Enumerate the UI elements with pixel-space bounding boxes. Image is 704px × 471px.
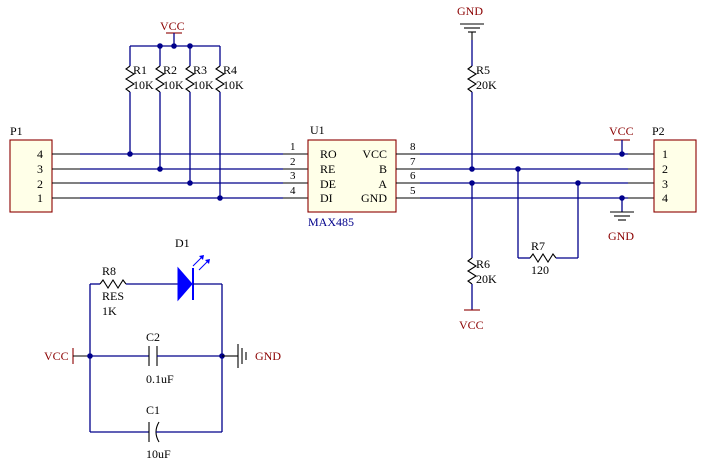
u1-pin-number: 5 — [410, 185, 416, 197]
resistor-r8: R8 RES 1K — [90, 264, 178, 318]
r5-value: 20K — [476, 78, 497, 92]
r1-ref: R1 — [133, 63, 147, 77]
led-d1: D1 — [175, 236, 222, 302]
vcc-symbol-r6: VCC — [459, 309, 484, 332]
junction-dot — [157, 166, 163, 172]
gnd-symbol-top: GND — [457, 4, 484, 40]
u1-pin-name: VCC — [362, 147, 387, 161]
u1-pin-name: A — [378, 177, 387, 191]
c1-value: 10uF — [146, 447, 171, 461]
resistor-r7: R7 120 — [517, 169, 579, 277]
r2-value: 10K — [163, 78, 184, 92]
p1-ref: P1 — [10, 124, 23, 138]
c1-ref: C1 — [146, 403, 160, 417]
connector-p2: P2 1 2 3 4 — [652, 124, 697, 213]
junction-dot — [515, 166, 521, 172]
u1-pin-number: 6 — [410, 170, 416, 182]
vcc-label-p2: VCC — [609, 124, 634, 138]
p2-ref: P2 — [652, 124, 665, 138]
resistor-r6: R6 20K — [466, 183, 497, 310]
p2-pin-label: 1 — [662, 147, 668, 161]
junction-dot — [619, 195, 625, 201]
resistor-r2: R2 10K — [154, 46, 184, 169]
capacitor-c2: C2 0.1uF — [90, 330, 222, 386]
junction-dot — [127, 151, 133, 157]
r4-value: 10K — [223, 78, 244, 92]
u1-pin-number: 8 — [410, 141, 416, 153]
u1-pin-number: 1 — [290, 141, 296, 153]
junction-dot — [171, 43, 177, 49]
c2-ref: C2 — [146, 330, 160, 344]
u1-pin-number: 4 — [290, 185, 296, 197]
u1-pin-name: GND — [361, 191, 387, 205]
r1-value: 10K — [133, 78, 154, 92]
u1-pin-number: 7 — [410, 156, 416, 168]
junction-dot — [469, 180, 475, 186]
gnd-label-top: GND — [457, 4, 483, 18]
p1-pin-label: 2 — [37, 177, 43, 191]
u1-pin-number: 2 — [290, 156, 296, 168]
junction-dot — [87, 353, 93, 359]
r8-ref: R8 — [102, 264, 116, 278]
r3-ref: R3 — [193, 63, 207, 77]
c2-value: 0.1uF — [146, 372, 174, 386]
r5-ref: R5 — [476, 63, 490, 77]
r6-value: 20K — [476, 272, 497, 286]
p1-pin-label: 1 — [37, 191, 43, 205]
junction-dot — [619, 151, 625, 157]
u1-pin-name: DE — [320, 177, 336, 191]
r8-name: RES — [102, 289, 124, 303]
ic-u1-max485: U1 1 2 3 4 RO RE DE DI VCC B A GND 8 7 6… — [290, 123, 416, 229]
junction-dot — [187, 180, 193, 186]
connector-p1: P1 4 3 2 1 — [9, 124, 53, 213]
resistor-r4: R4 10K — [214, 46, 244, 198]
vcc-symbol-led: VCC — [44, 348, 90, 364]
u1-ref: U1 — [310, 123, 325, 137]
p2-pin-label: 2 — [662, 162, 668, 176]
junction-dot — [217, 195, 223, 201]
r7-value: 120 — [531, 263, 549, 277]
vcc-label-r6: VCC — [459, 318, 484, 332]
u1-pin-name: B — [379, 162, 387, 176]
resistor-r1: R1 10K — [124, 46, 154, 154]
u1-pin-name: DI — [320, 191, 333, 205]
u1-pin-name: RO — [320, 147, 337, 161]
gnd-label-p2: GND — [608, 229, 634, 243]
vcc-label-top: VCC — [160, 19, 185, 33]
u1-part-name: MAX485 — [308, 215, 354, 229]
light-emission-arrows-icon — [192, 255, 210, 271]
r7-ref: R7 — [531, 239, 545, 253]
resistor-r3: R3 10K — [184, 46, 214, 183]
p2-pin-label: 3 — [662, 177, 668, 191]
resistor-r5: R5 20K — [466, 40, 497, 169]
junction-dot — [469, 166, 475, 172]
d1-ref: D1 — [175, 236, 190, 250]
junction-dot — [575, 180, 581, 186]
r4-ref: R4 — [223, 63, 237, 77]
vcc-symbol-p2: VCC — [609, 124, 634, 154]
r3-value: 10K — [193, 78, 214, 92]
vcc-label-led: VCC — [44, 349, 69, 363]
vcc-symbol-top: VCC — [160, 19, 185, 46]
r2-ref: R2 — [163, 63, 177, 77]
p1-pin-label: 3 — [37, 162, 43, 176]
gnd-symbol-p2: GND — [608, 198, 634, 243]
p1-pin-label: 4 — [37, 147, 43, 161]
p2-pin-label: 4 — [662, 191, 668, 205]
r8-value: 1K — [102, 304, 117, 318]
r6-ref: R6 — [476, 257, 490, 271]
gnd-symbol-led: GND — [222, 344, 281, 368]
u1-pin-number: 3 — [290, 170, 296, 182]
gnd-label-led: GND — [255, 349, 281, 363]
u1-pin-name: RE — [320, 162, 335, 176]
capacitor-c1: C1 10uF — [90, 403, 222, 461]
